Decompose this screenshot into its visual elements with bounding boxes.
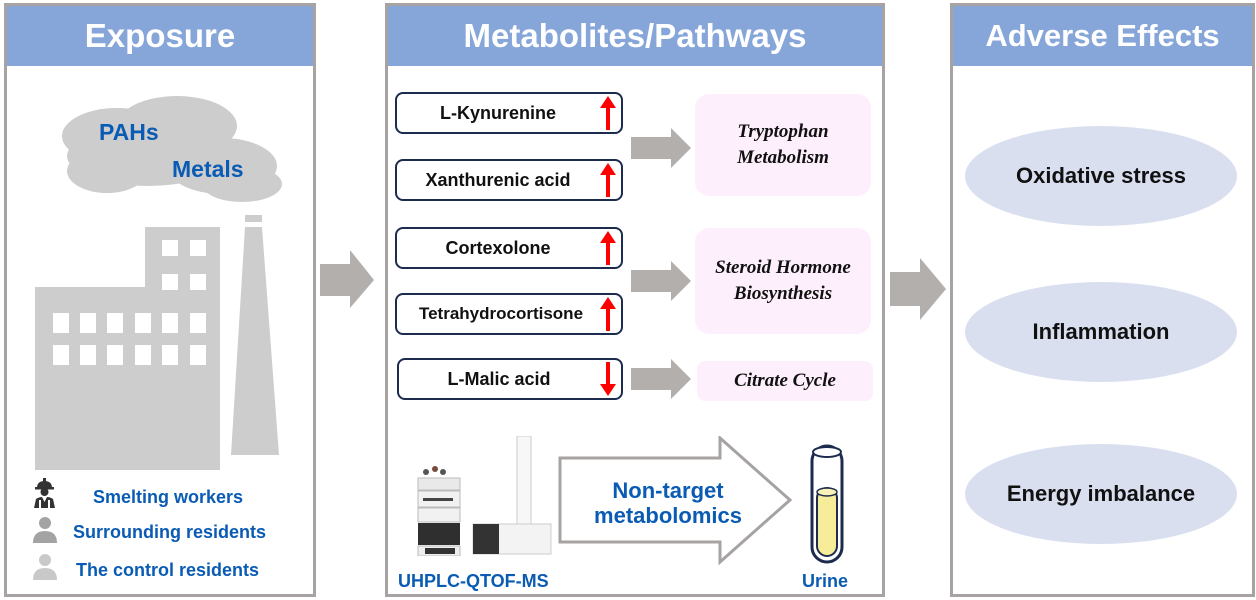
pathway-line: Biosynthesis: [733, 283, 833, 304]
metabolite-cortexolone: Cortexolone: [395, 227, 623, 269]
exposure-panel: Exposure PAHs Metals: [4, 3, 316, 597]
adverse-effects-title: Adverse Effects: [953, 6, 1252, 66]
up-arrow-icon: [600, 231, 616, 265]
up-arrow-icon: [600, 297, 616, 331]
metabolite-label: Tetrahydrocortisone: [418, 304, 584, 323]
metabolite-xanthurenic-acid: Xanthurenic acid: [395, 159, 623, 201]
flow-arrow-icon: [631, 359, 691, 399]
pathway-line: Metabolism: [737, 147, 829, 168]
non-target-metabolomics-label: Non-target metabolomics: [568, 478, 768, 529]
metabolite-l-kynurenine: L-Kynurenine: [395, 92, 623, 134]
non-target-metabolomics-arrow: [558, 436, 793, 566]
metabolites-panel: Metabolites/Pathways L-Kynurenine Xanthu…: [385, 3, 885, 597]
legend-smelting-workers: Smelting workers: [93, 487, 244, 507]
legend-surrounding-residents: Surrounding residents: [73, 522, 267, 542]
instrument-label: UHPLC-QTOF-MS: [398, 571, 549, 591]
down-arrow-icon: [600, 362, 616, 396]
cloud-label-metals: Metals: [172, 156, 244, 182]
pollution-cloud-icon: [62, 96, 282, 202]
metabolite-l-malic-acid: L-Malic acid: [397, 358, 623, 400]
method-text-line: Non-target: [612, 478, 724, 503]
method-text-line: metabolomics: [594, 503, 742, 529]
adverse-effects-panel: Adverse Effects Oxidative stress Inflamm…: [950, 3, 1255, 597]
up-arrow-icon: [600, 96, 616, 130]
exposure-title: Exposure: [7, 6, 313, 66]
flow-arrow-icon: [320, 250, 374, 308]
flow-arrow-icon: [631, 261, 691, 301]
worker-icon: [34, 478, 55, 508]
sample-label: Urine: [802, 571, 849, 591]
metabolite-label: L-Kynurenine: [439, 102, 556, 123]
metabolite-label: L-Malic acid: [447, 368, 551, 389]
cloud-label-pahs: PAHs: [99, 119, 159, 145]
effect-inflammation: Inflammation: [965, 282, 1237, 382]
legend-control-residents: The control residents: [76, 560, 260, 580]
effect-oxidative-stress: Oxidative stress: [965, 126, 1237, 226]
urine-test-tube-icon: [810, 444, 844, 564]
pathway-tryptophan-metabolism: Tryptophan Metabolism: [695, 94, 871, 196]
metabolite-tetrahydrocortisone: Tetrahydrocortisone: [395, 293, 623, 335]
pathway-citrate-cycle: Citrate Cycle: [697, 361, 873, 401]
flow-arrow-icon: [890, 258, 946, 320]
effect-energy-imbalance: Energy imbalance: [965, 444, 1237, 544]
metabolites-title: Metabolites/Pathways: [388, 6, 882, 66]
factory-icon: [35, 215, 279, 470]
up-arrow-icon: [600, 163, 616, 197]
person-icon-control: [33, 554, 57, 580]
person-icon-surrounding: [33, 517, 57, 543]
pathway-line: Citrate Cycle: [734, 370, 836, 392]
metabolite-label: Xanthurenic acid: [425, 169, 571, 190]
pathway-steroid-hormone-biosynthesis: Steroid Hormone Biosynthesis: [695, 228, 871, 334]
flow-arrow-icon: [631, 128, 691, 168]
pathway-line: Tryptophan: [737, 121, 829, 143]
uhplc-qtof-ms-instrument-icon: [417, 436, 552, 556]
metabolite-label: Cortexolone: [445, 237, 551, 258]
pathway-line: Steroid Hormone: [715, 257, 851, 279]
